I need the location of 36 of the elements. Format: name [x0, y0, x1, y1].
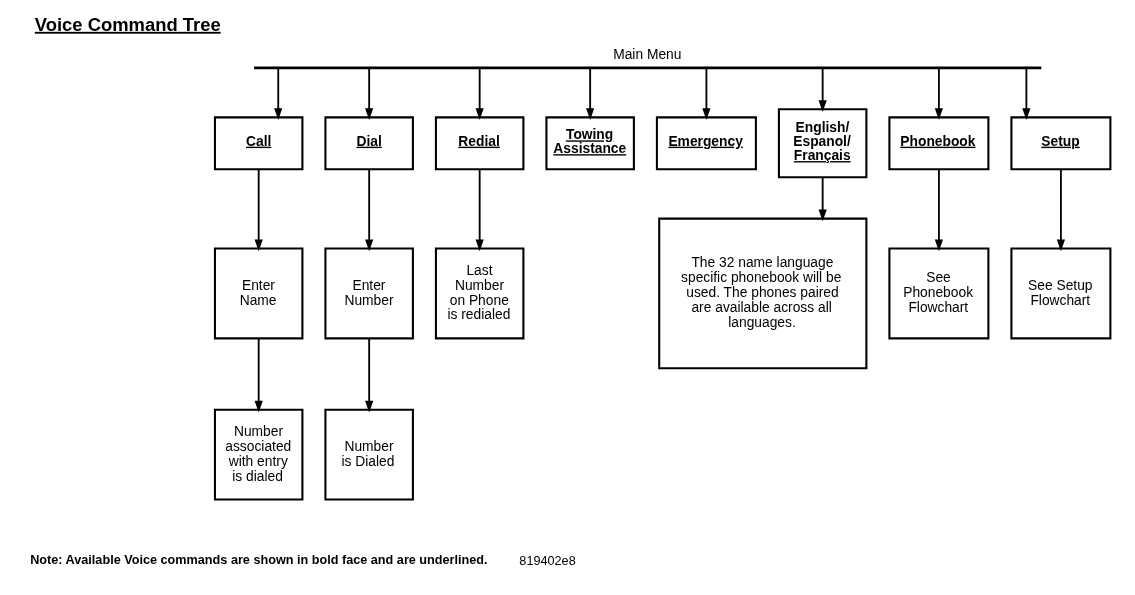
node-box: Number is Dialed [323, 408, 414, 501]
node-box: Phonebook [887, 116, 989, 171]
label: 819402e8 [518, 553, 576, 568]
arrow [934, 168, 943, 252]
arrow [818, 67, 827, 113]
diagram-title: Voice Command Tree [34, 13, 221, 35]
label: Note: Available Voice commands are shown in bold face and are underlined. [29, 552, 488, 567]
node-box: English/ Espanol/ Français [777, 108, 867, 179]
arrow [585, 67, 594, 120]
arrow [254, 337, 263, 413]
node-box: The 32 name language specific phonebook will be used. The phones paired are available across all languages. [657, 217, 867, 370]
node-box: Enter Number [323, 247, 414, 340]
arrow [934, 67, 943, 120]
arrow [364, 168, 373, 252]
node-box: Redial [434, 116, 524, 171]
arrow [701, 67, 710, 120]
arrow [1021, 67, 1030, 120]
arrow [254, 168, 263, 252]
node-box: Towing Assistance [544, 116, 635, 171]
node-box: See Phonebook Flowchart [887, 247, 989, 340]
node-box: See Setup Flowchart [1009, 247, 1111, 340]
node-box: Emergency [655, 116, 757, 171]
node-box: Setup [1009, 116, 1111, 171]
arrow [364, 337, 373, 413]
node-box: Dial [323, 116, 414, 171]
arrow [475, 168, 484, 252]
arrow [273, 67, 282, 120]
arrow [1056, 168, 1065, 252]
node-box: Number associated with entry is dialed [213, 408, 303, 501]
node-text: Main Menu [612, 45, 681, 62]
arrow [364, 67, 373, 120]
node-box: Last Number on Phone is redialed [434, 247, 524, 340]
node-box: Call [213, 116, 303, 171]
node-box: Enter Name [213, 247, 303, 340]
arrow [475, 67, 484, 120]
arrow [818, 176, 827, 222]
